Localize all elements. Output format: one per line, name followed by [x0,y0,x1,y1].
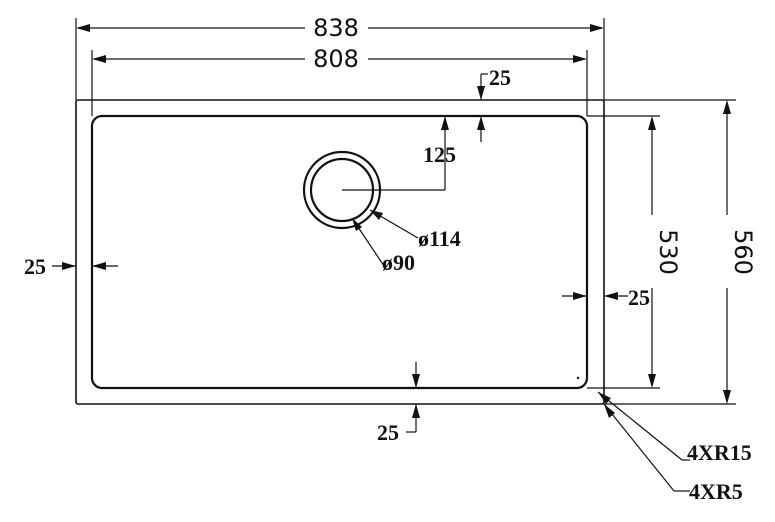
dim-overall-width: 838 [75,14,605,100]
dim-right-offset: 25 [562,285,650,310]
corner-mark [576,376,580,380]
dim-drain-outer-diameter: ø114 [369,209,461,251]
label-top-offset: 25 [489,65,511,90]
label-drain-outer-diameter: ø114 [418,226,461,251]
dim-left-offset: 25 [24,254,118,279]
label-bowl-width: 808 [313,45,359,73]
label-overall-depth: 560 [729,229,757,275]
label-outer-corner-radius: 4XR15 [687,440,752,465]
label-bottom-offset: 25 [377,420,399,445]
dim-drain-inner-diameter: ø90 [351,217,415,275]
dim-bowl-width: 808 [91,45,588,116]
dim-overall-depth: 560 [604,99,757,405]
label-left-offset: 25 [24,254,46,279]
label-drain-offset: 125 [423,142,456,167]
dim-outer-corner-radius: 4XR15 [597,391,752,465]
dim-top-offset: 25 [477,65,511,142]
outer-rim-outline [75,99,605,405]
label-bowl-depth: 530 [654,229,682,275]
label-overall-width: 838 [313,14,359,42]
label-inner-corner-radius: 4XR5 [689,479,743,504]
dim-drain-offset: 125 [342,116,456,191]
dim-bowl-depth: 530 [587,115,682,389]
label-drain-inner-diameter: ø90 [382,250,415,275]
dim-bottom-offset: 25 [377,362,420,445]
inner-bowl-outline [90,114,589,390]
label-right-offset: 25 [628,285,650,310]
dim-inner-corner-radius: 4XR5 [603,403,743,504]
